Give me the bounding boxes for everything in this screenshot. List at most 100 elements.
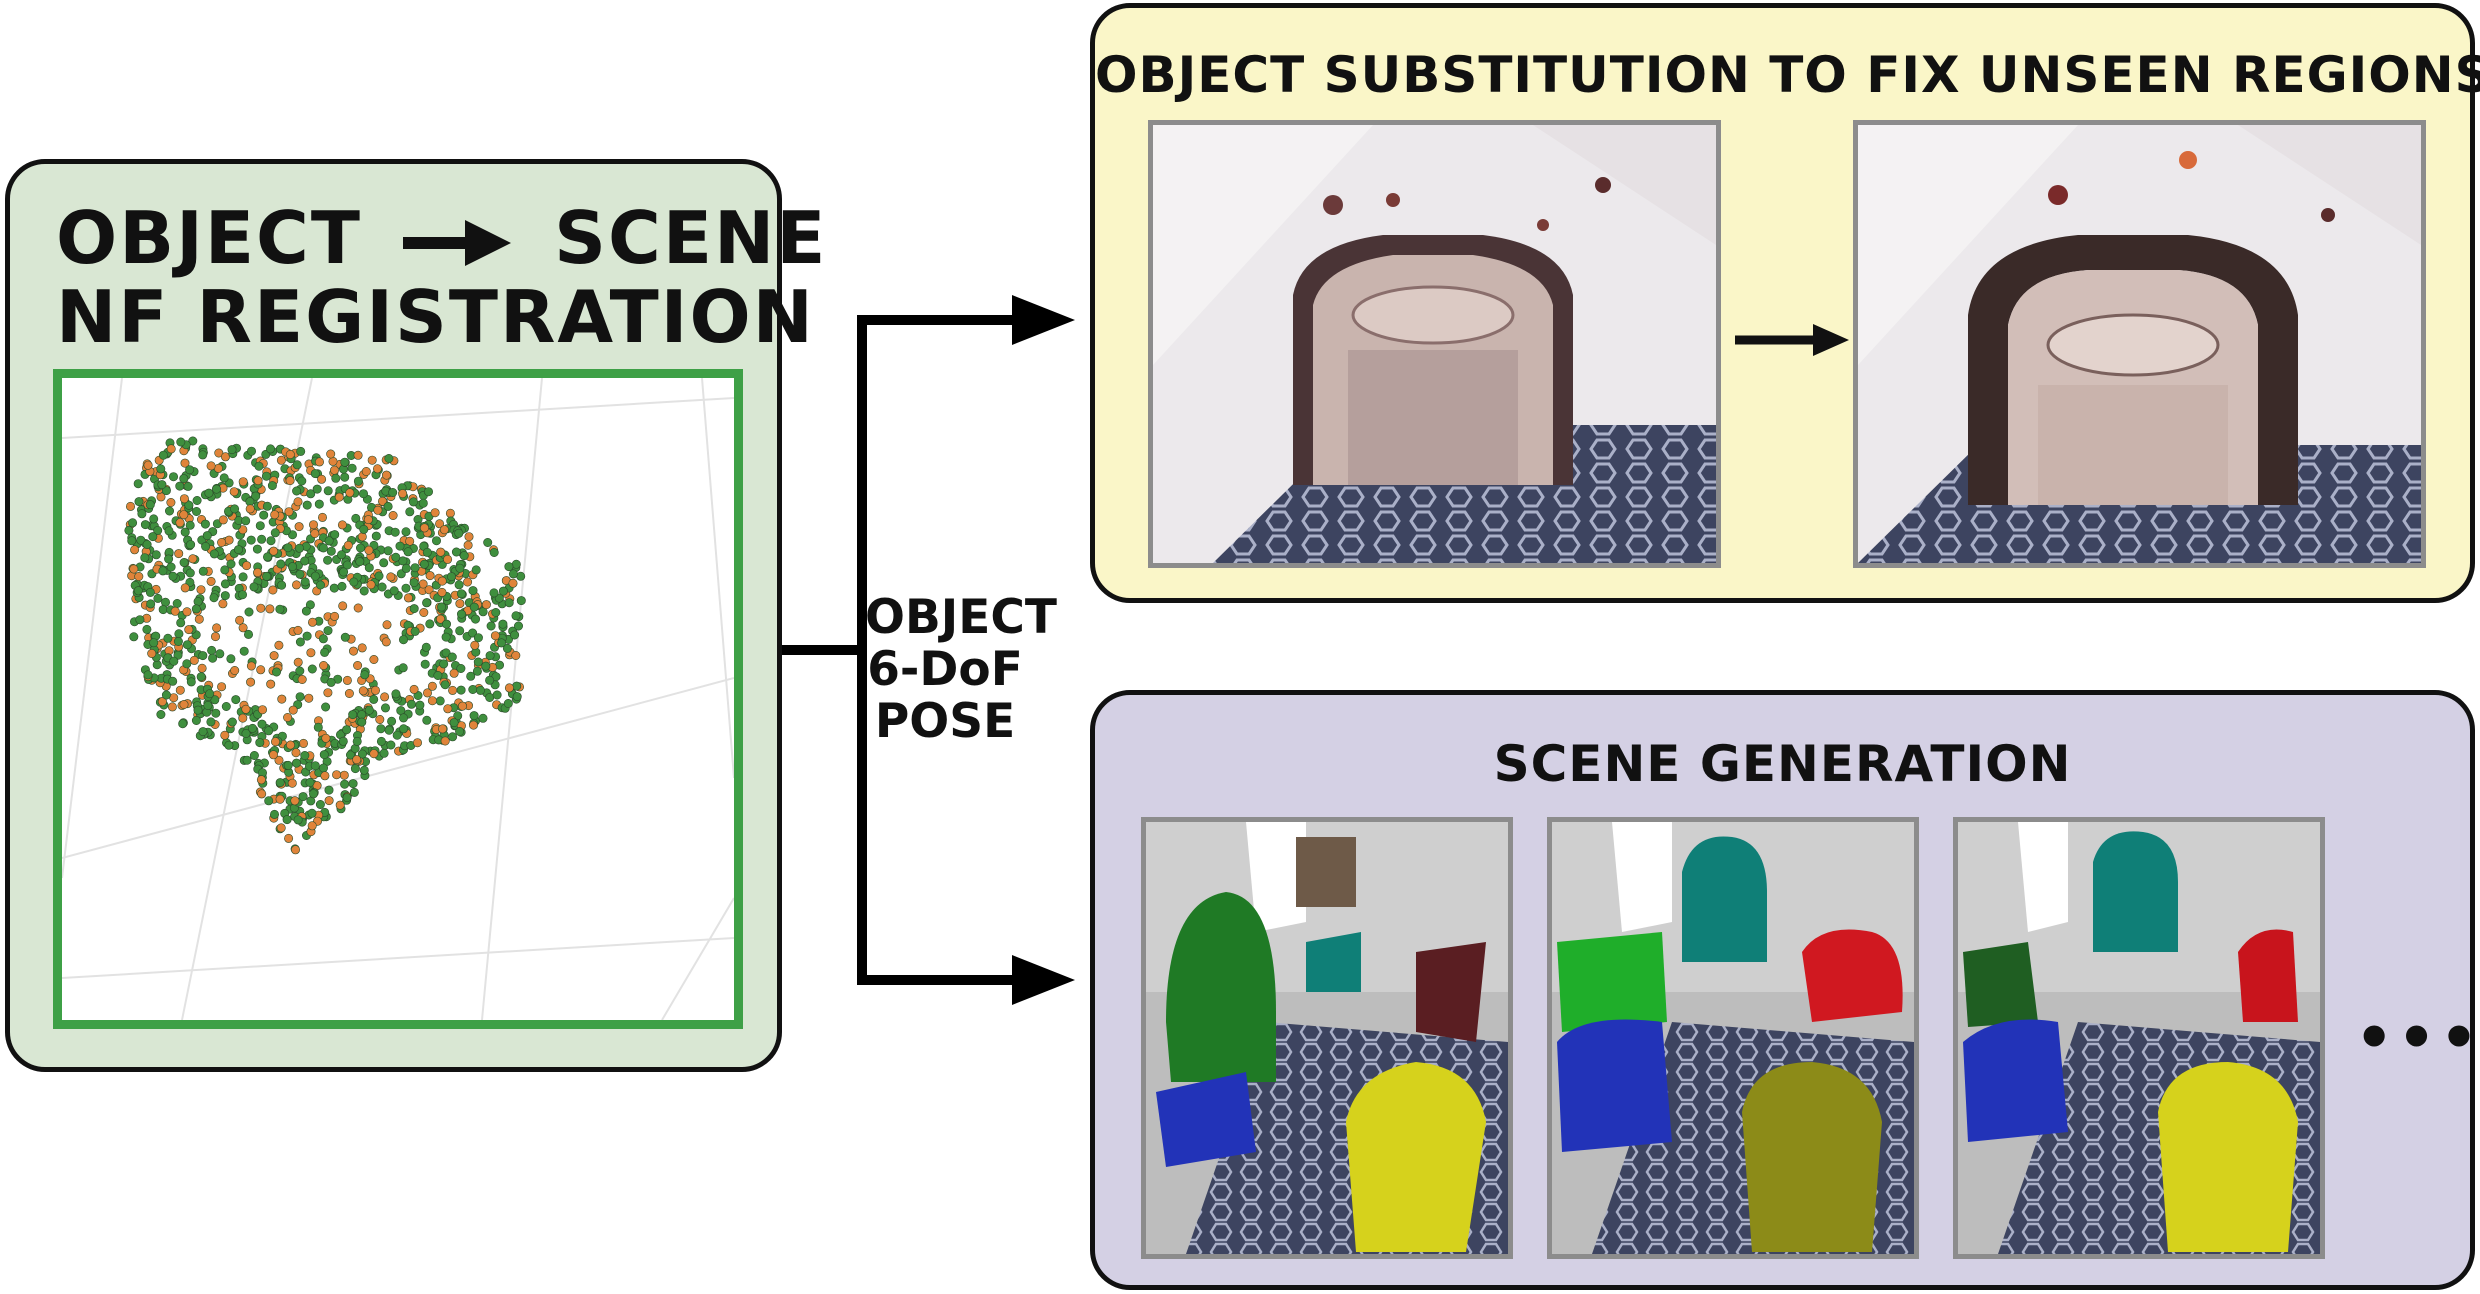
- scene-point: [358, 489, 368, 499]
- object-point: [377, 496, 387, 506]
- scene-point: [231, 695, 241, 705]
- scene-point: [220, 565, 230, 575]
- scene-point: [133, 479, 143, 489]
- scene-point: [469, 602, 479, 612]
- object-point: [214, 448, 224, 458]
- object-point: [297, 674, 307, 684]
- scene-point: [211, 708, 221, 718]
- object-point: [293, 625, 303, 635]
- scene-point: [134, 497, 144, 507]
- object-point: [284, 833, 294, 843]
- scene-point: [441, 632, 451, 642]
- scene-point: [409, 604, 419, 614]
- object-point: [211, 632, 221, 642]
- scene-point: [516, 596, 526, 606]
- right-arrow-icon: [403, 220, 512, 267]
- scene-point: [439, 659, 449, 669]
- scene-point: [186, 677, 196, 687]
- object-point: [317, 474, 327, 484]
- scene-point: [272, 667, 282, 677]
- scene-point: [158, 566, 168, 576]
- scene-point: [456, 589, 466, 599]
- scene-point: [164, 526, 174, 536]
- scene-point: [168, 571, 178, 581]
- object-point: [430, 508, 440, 518]
- scene-point: [485, 651, 495, 661]
- object-point: [445, 508, 455, 518]
- pose-label-line1: OBJECT: [865, 590, 1057, 645]
- scene-point: [318, 543, 328, 553]
- scene-point: [282, 815, 292, 825]
- substitution-title: OBJECT SUBSTITUTION TO FIX UNSEEN REGION…: [1095, 46, 2480, 104]
- scene-point: [192, 507, 202, 517]
- scene-point: [441, 619, 451, 629]
- arrow-to-generation-icon: [1012, 955, 1075, 1005]
- scene-point: [264, 796, 274, 806]
- scene-point: [418, 498, 428, 508]
- object-point: [367, 455, 377, 465]
- point-cloud-plot: [62, 378, 734, 1020]
- object-point: [291, 845, 301, 855]
- scene-point: [264, 726, 274, 736]
- object-point: [326, 449, 336, 459]
- object-point: [238, 477, 248, 487]
- scene-point: [422, 547, 432, 557]
- object-point: [285, 450, 295, 460]
- object-point: [129, 564, 139, 574]
- scene-point: [408, 497, 418, 507]
- object-point: [342, 675, 352, 685]
- scene-point: [364, 563, 374, 573]
- scene-point: [133, 586, 143, 596]
- scene-point: [338, 736, 348, 746]
- scene-point: [270, 528, 280, 538]
- scene-point: [422, 598, 432, 608]
- scene-point: [504, 562, 514, 572]
- scene-point: [468, 684, 478, 694]
- scene-point: [415, 700, 425, 710]
- scene-point: [136, 535, 146, 545]
- object-point: [435, 519, 445, 529]
- object-point: [288, 705, 298, 715]
- scene-point: [307, 664, 317, 674]
- scene-point: [275, 778, 285, 788]
- scene-point: [419, 559, 429, 569]
- scene-point: [489, 588, 499, 598]
- scene-point: [329, 583, 339, 593]
- object-point: [338, 601, 348, 611]
- scene-point: [220, 579, 230, 589]
- object-point: [179, 510, 189, 520]
- scene-point: [244, 629, 254, 639]
- object-point: [463, 540, 473, 550]
- scene-point: [137, 509, 147, 519]
- object-point: [381, 470, 391, 480]
- object-point: [353, 603, 363, 613]
- scene-point: [270, 809, 280, 819]
- generation-title: SCENE GENERATION: [1493, 735, 2072, 793]
- object-point: [256, 665, 266, 675]
- scene-point: [149, 514, 159, 524]
- scene-point: [321, 702, 331, 712]
- scene-point: [156, 464, 166, 474]
- scene-point: [310, 761, 320, 771]
- scene-point: [498, 619, 508, 629]
- object-point: [277, 694, 287, 704]
- object-point: [437, 587, 447, 597]
- scene-point: [259, 510, 269, 520]
- scene-point: [486, 621, 496, 631]
- scene-point: [448, 732, 458, 742]
- object-point: [194, 614, 204, 624]
- object-point: [348, 646, 358, 656]
- scene-point: [257, 719, 267, 729]
- object-point: [274, 640, 284, 650]
- object-point: [329, 465, 339, 475]
- object-point: [353, 450, 363, 460]
- scene-point: [219, 473, 229, 483]
- object-point: [449, 668, 459, 678]
- scene-point: [247, 446, 257, 456]
- scene-point: [510, 630, 520, 640]
- object-point: [412, 738, 422, 748]
- scene-point: [257, 534, 267, 544]
- scene-point: [254, 461, 264, 471]
- scene-point: [283, 760, 293, 770]
